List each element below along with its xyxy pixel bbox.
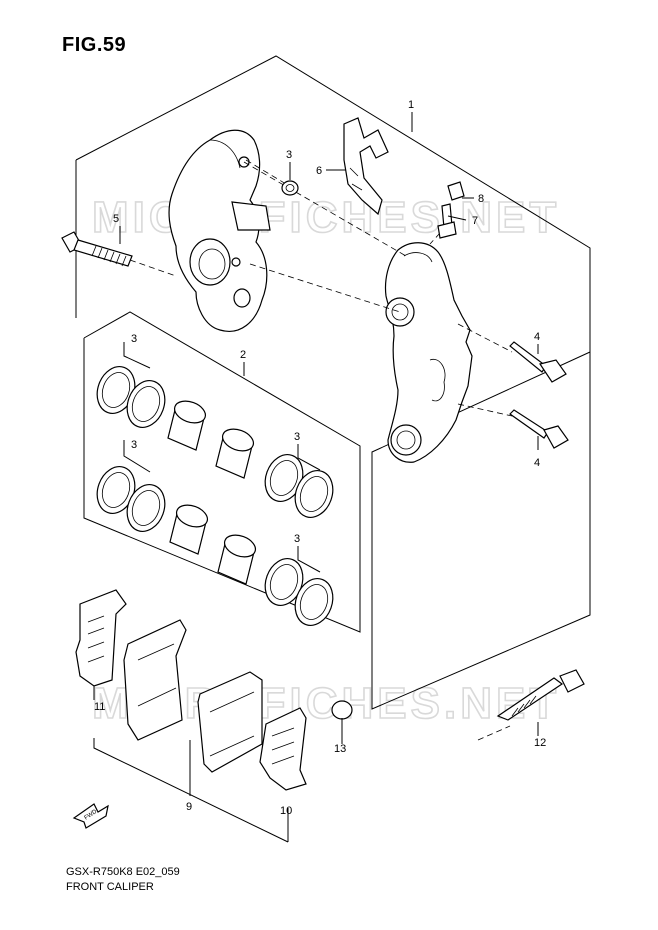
callout-4: 4: [534, 457, 540, 469]
piston-kit-frame: [83, 311, 361, 633]
callout-9: 9: [186, 801, 192, 813]
callout-12: 12: [534, 737, 546, 749]
pad-spring: [343, 117, 389, 216]
caliper-body-left: [168, 129, 271, 332]
caliper-body-right: [384, 242, 473, 463]
pin-4-lower: [509, 409, 569, 449]
callout-3: 3: [294, 431, 300, 443]
assembly-guide-lines: [129, 159, 513, 741]
callout-8: 8: [478, 193, 484, 205]
callout-11: 11: [94, 701, 105, 713]
callout-10: 10: [280, 805, 292, 817]
rubber-cap: [331, 700, 353, 720]
pad-set-frame: [93, 738, 289, 843]
callout-2: 2: [240, 349, 246, 361]
bolt-12: [496, 669, 585, 721]
seal-small: [281, 180, 299, 196]
section-name: FRONT CALIPER: [66, 881, 154, 893]
piston-seal-set: [96, 366, 334, 626]
callout-numbers: 1 2 3 3 3 3 3 4 4 5 6 7 8 9 10 11 12 13: [94, 99, 546, 817]
forward-arrow-icon: FWD: [72, 803, 109, 829]
pad-shim-right: [259, 707, 307, 791]
brake-pad-right: [197, 671, 263, 773]
callout-3: 3: [286, 149, 292, 161]
bleeder-cap: [447, 181, 465, 201]
callout-4: 4: [534, 331, 540, 343]
figure-title: FIG.59: [62, 34, 127, 56]
callout-3: 3: [294, 533, 300, 545]
brake-pad-left: [123, 619, 187, 741]
pin-4-upper: [509, 341, 567, 383]
bolt-5: [61, 231, 133, 267]
callout-leaders: [93, 112, 539, 796]
pad-shim-left: [75, 589, 127, 687]
bleeder-screw: [437, 203, 457, 239]
callout-7: 7: [472, 215, 478, 227]
watermark-top: MICROFICHES.NET: [92, 193, 560, 242]
callout-6: 6: [316, 165, 322, 177]
callout-5: 5: [113, 213, 119, 225]
callout-3: 3: [131, 439, 137, 451]
model-code: GSX-R750K8 E02_059: [66, 866, 180, 878]
callout-13: 13: [334, 743, 346, 755]
callout-1: 1: [408, 99, 414, 111]
callout-3: 3: [131, 333, 137, 345]
